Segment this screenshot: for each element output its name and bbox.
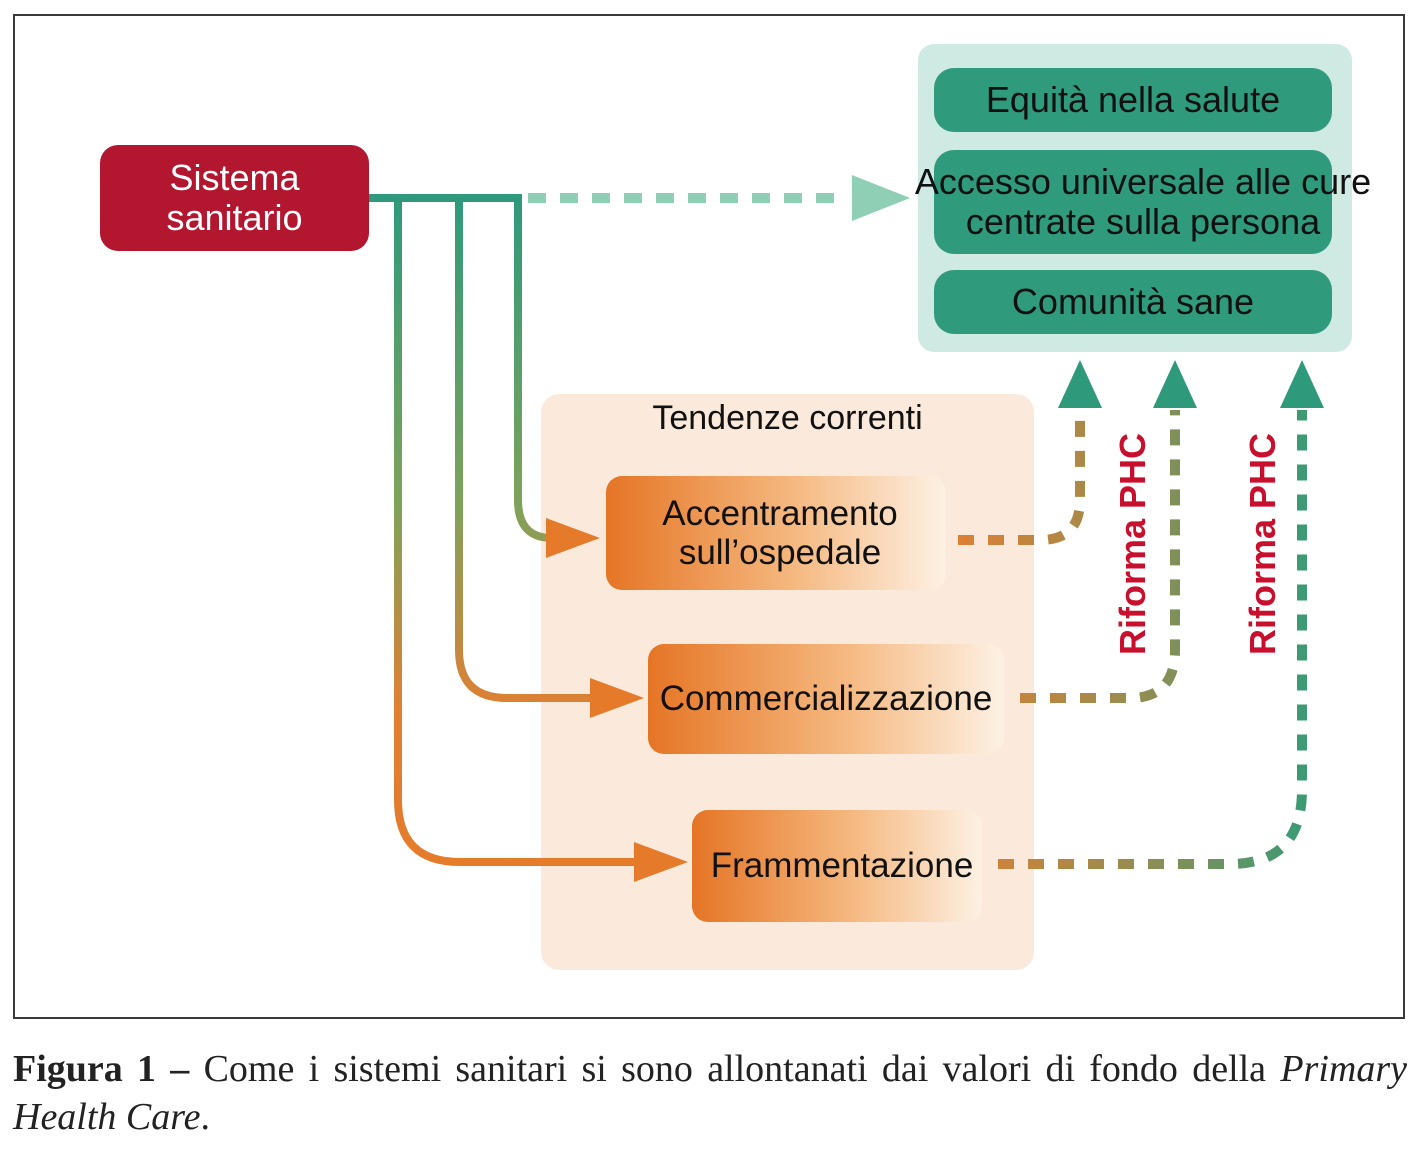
- branch-accentramento: [514, 198, 600, 558]
- goal-label-communities: Comunità sane: [1011, 280, 1255, 322]
- trend-box-hospital: [606, 476, 946, 590]
- trend-label-hospital: Accentramento sull’ospedale: [662, 493, 898, 572]
- branch-commercializzazione: [455, 198, 644, 718]
- diagram-canvas: [100, 44, 1352, 970]
- goal-box-equity: [934, 68, 1332, 132]
- figure-caption: Figura 1 – Come i sistemi sanitari si so…: [13, 1045, 1407, 1141]
- goal-label-access: Accesso universale alle cure centrate su…: [914, 160, 1372, 242]
- reform-path-2: [1020, 360, 1197, 703]
- branch-frammentazione: [394, 198, 688, 882]
- trend-box-fragmentation: [692, 810, 982, 922]
- goal-label-equity: Equità nella salute: [985, 78, 1281, 120]
- caption-text: Come i sistemi sanitari si sono allontan…: [189, 1048, 1281, 1090]
- caption-italic: Primary Health Care: [13, 1048, 1407, 1138]
- trends-title: Tendenze correnti: [652, 398, 923, 437]
- sistema-box: [100, 145, 369, 251]
- trend-label-commercial: Commercializzazione: [659, 679, 993, 719]
- goal-box-communities: [934, 270, 1332, 334]
- trend-label-fragmentation: Frammentazione: [710, 846, 974, 886]
- sistema-label: Sistema sanitario: [166, 156, 303, 238]
- reform-path-1: [958, 360, 1102, 545]
- caption-label: Figura 1 –: [13, 1048, 190, 1090]
- reform-label-1: Riforma PHC: [1112, 432, 1153, 655]
- caption-end: .: [200, 1096, 211, 1138]
- reform-label-2: Riforma PHC: [1242, 432, 1283, 655]
- goal-box-access: [934, 150, 1332, 254]
- trend-box-commercial: [648, 644, 1004, 754]
- reform-path-3: [998, 360, 1324, 869]
- source-connector: [369, 175, 910, 221]
